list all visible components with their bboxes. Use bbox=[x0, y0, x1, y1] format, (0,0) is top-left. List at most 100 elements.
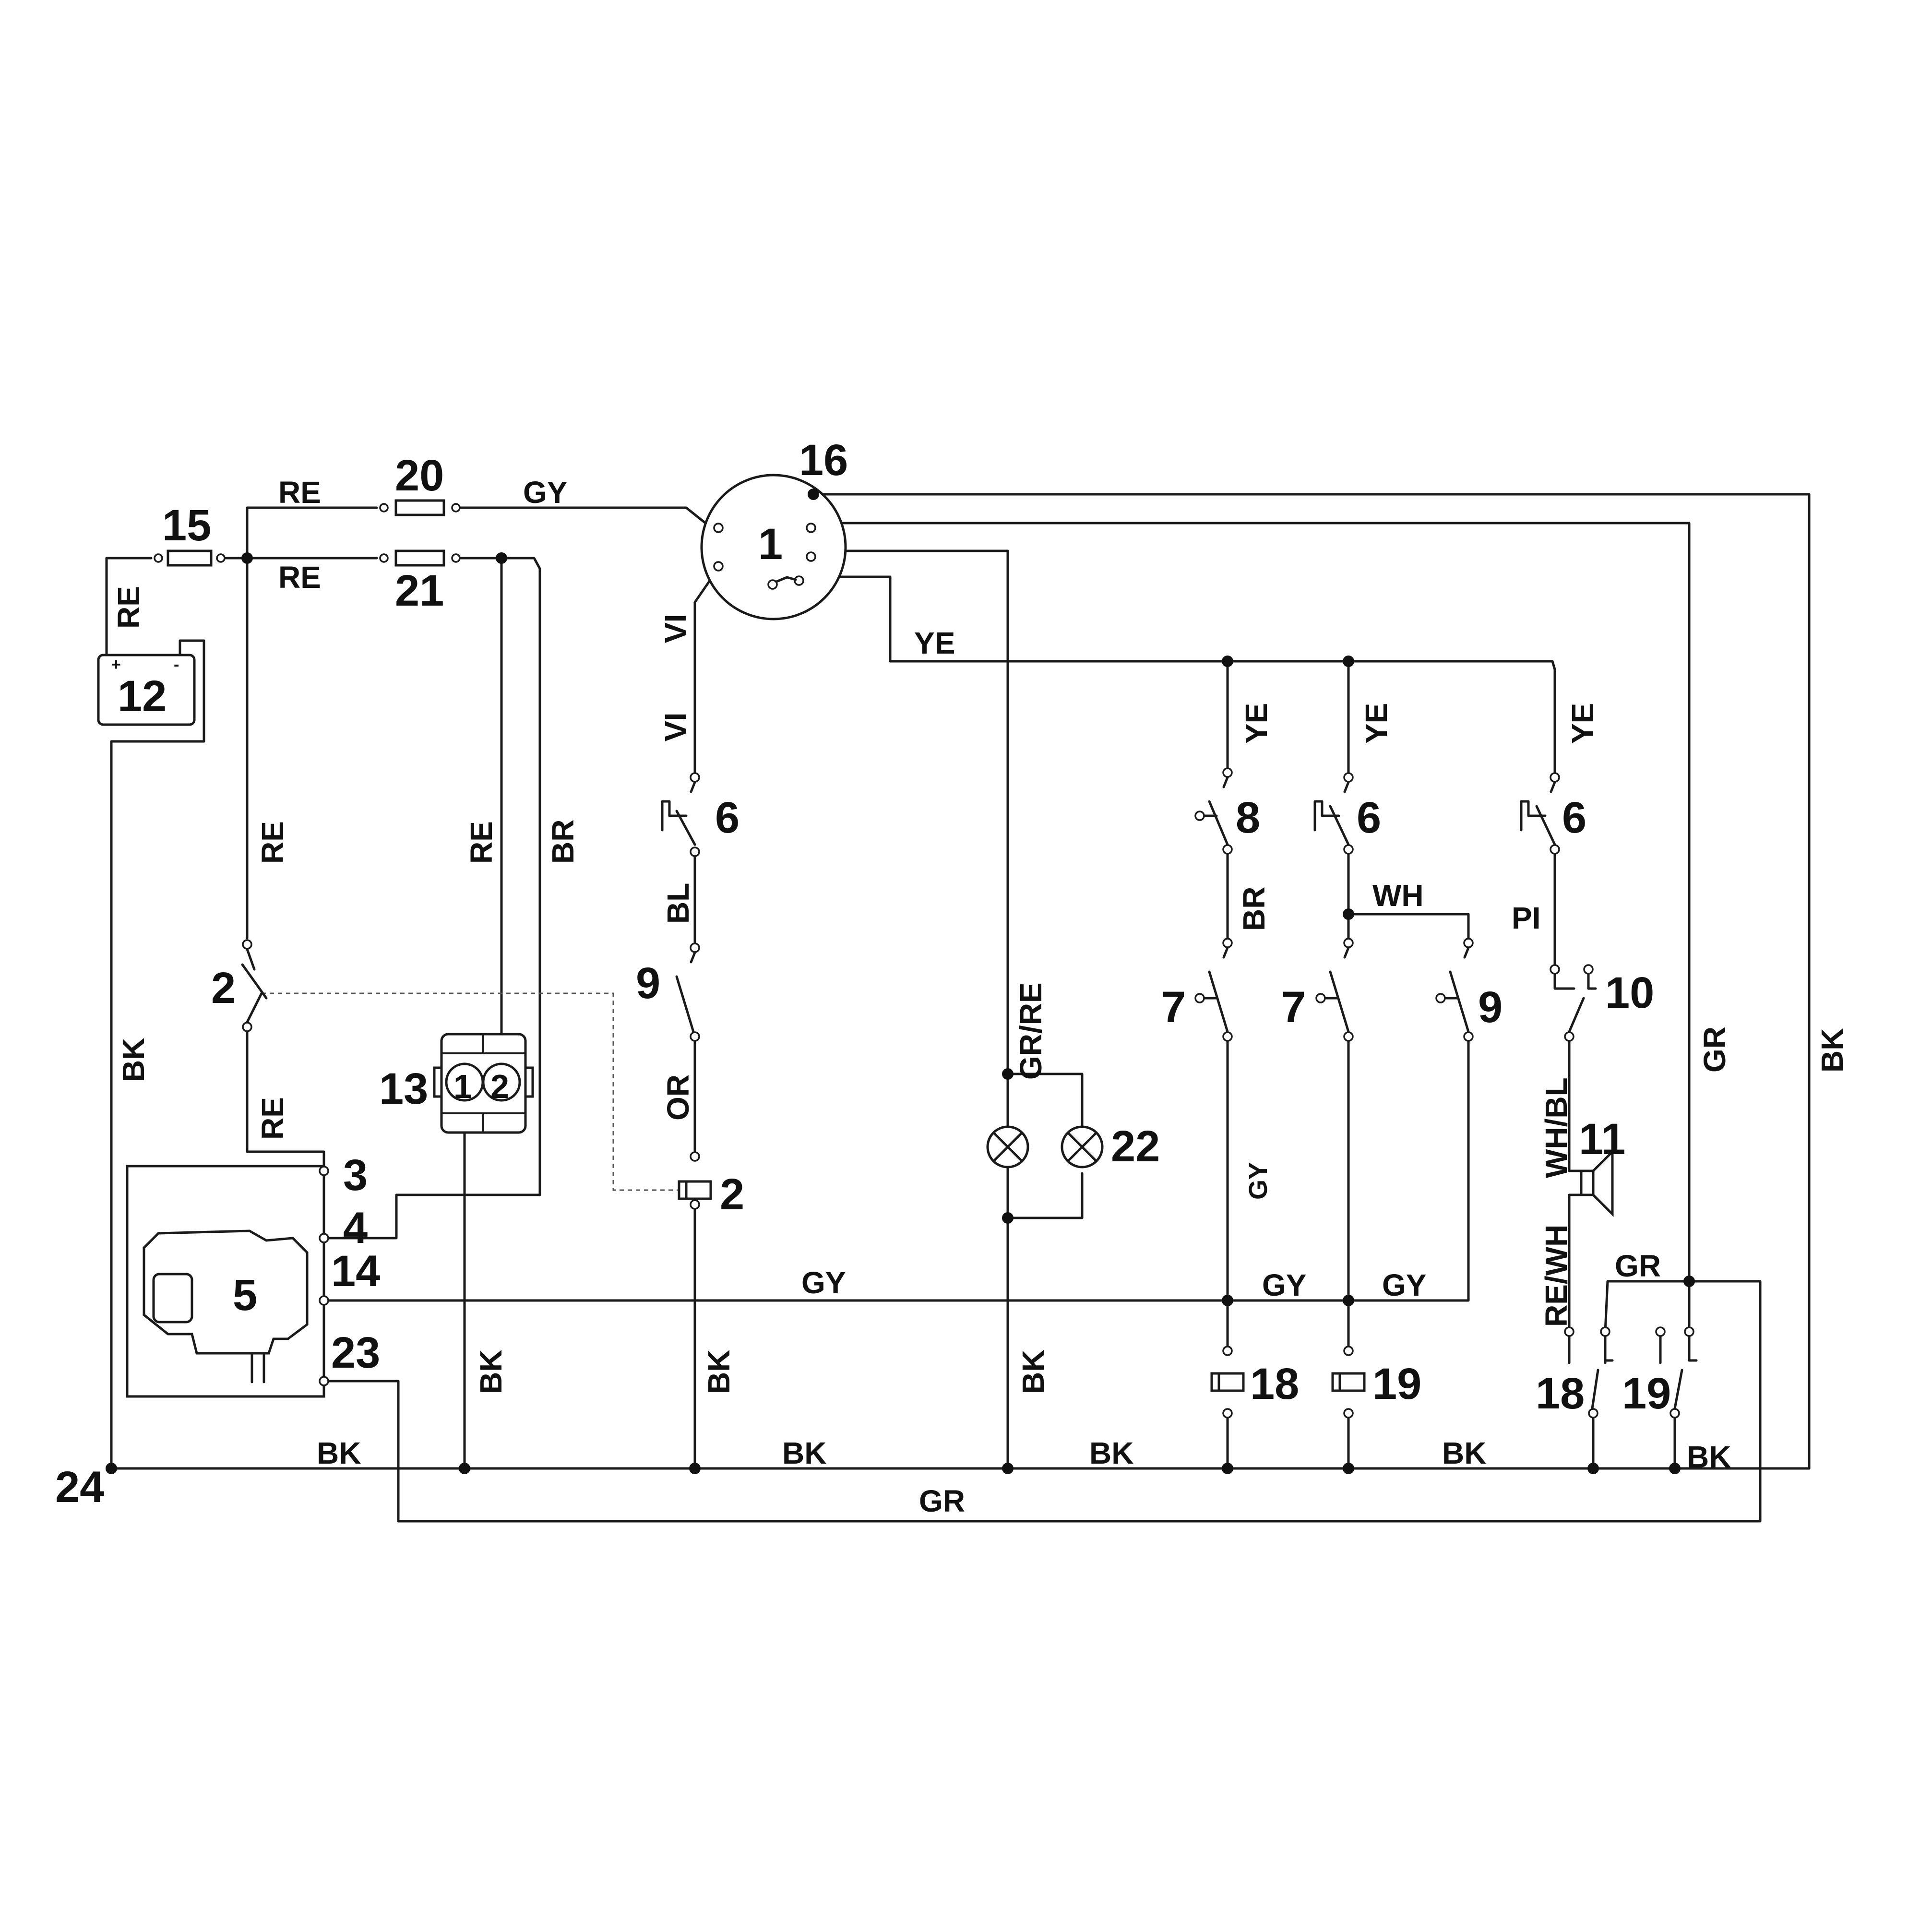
lamps-22 bbox=[986, 1125, 1104, 1470]
wire-label-ye-col3: YE bbox=[1565, 703, 1600, 744]
wire-label-re-mid: RE bbox=[464, 821, 499, 864]
wire-label-bk-relay: BK bbox=[702, 1350, 736, 1394]
wire-label-pi: PI bbox=[1512, 901, 1540, 935]
ignition-node-label: 16 bbox=[799, 436, 848, 485]
engine-terminal-23-label: 23 bbox=[331, 1328, 380, 1377]
wire-label-bk-bottom-3: BK bbox=[1089, 1436, 1133, 1470]
wire-label-bk-lamp: BK bbox=[1016, 1350, 1050, 1394]
switch-6-mid-label: 6 bbox=[1357, 793, 1381, 842]
engine: 5 bbox=[126, 1165, 329, 1398]
wire-label-wh: WH bbox=[1372, 878, 1424, 913]
wire-label-re-upper: RE bbox=[278, 475, 321, 510]
ignition-relay-coil bbox=[678, 1151, 712, 1210]
ground-point bbox=[106, 1463, 117, 1474]
wire-label-bk-bottom-right: BK bbox=[1687, 1440, 1731, 1474]
relay-19-contact-label: 19 bbox=[1622, 1369, 1671, 1418]
switch-6-left bbox=[661, 772, 700, 857]
relay-18-label: 18 bbox=[1250, 1360, 1299, 1408]
switch-8 bbox=[1194, 767, 1233, 855]
horn-11 bbox=[1580, 1148, 1614, 1217]
wire-label-wh-bl: WH/BL bbox=[1539, 1077, 1574, 1178]
engine-label: 5 bbox=[233, 1271, 257, 1320]
junction-nodes bbox=[241, 552, 1695, 1474]
ignition-relay-contact-label: 2 bbox=[211, 964, 236, 1013]
fuse-20-label: 20 bbox=[395, 451, 444, 500]
switch-6-mid bbox=[1313, 772, 1354, 855]
wire-label-re-lower: RE bbox=[278, 560, 321, 595]
switch-6-right-label: 6 bbox=[1562, 793, 1586, 842]
fuse-20 bbox=[379, 499, 461, 516]
relay-19-label: 19 bbox=[1372, 1360, 1421, 1408]
lamps-label: 22 bbox=[1111, 1122, 1160, 1171]
battery-positive-sign: + bbox=[111, 656, 121, 674]
battery: + - 12 bbox=[97, 645, 196, 726]
fuse-15-label: 15 bbox=[162, 501, 211, 550]
wire-label-re-wh: RE/WH bbox=[1539, 1225, 1574, 1327]
relay-18-contact-label: 18 bbox=[1536, 1369, 1585, 1418]
ignition-relay-coil-label: 2 bbox=[720, 1170, 744, 1219]
switch-6-right bbox=[1520, 772, 1560, 855]
relay-19 bbox=[1331, 1346, 1366, 1419]
relay-18 bbox=[1210, 1346, 1245, 1419]
wire-label-re-left-lower: RE bbox=[255, 1097, 290, 1140]
wire-labels: RE RE RE GY RE RE RE BR BK VI VI BL OR B… bbox=[111, 475, 1849, 1518]
wire-label-gy-vertical: GY bbox=[1244, 1162, 1273, 1200]
switch-9-left bbox=[675, 942, 700, 1042]
connector-13: 1 2 bbox=[433, 1033, 534, 1134]
wire-label-gy-2: GY bbox=[1262, 1268, 1306, 1302]
wire-label-bk-right: BK bbox=[1815, 1028, 1849, 1073]
connector-pin-1-label: 1 bbox=[453, 1068, 472, 1105]
wire-label-gr-re: GR/RE bbox=[1014, 982, 1048, 1080]
wire-label-ye-horizontal: YE bbox=[914, 626, 955, 660]
fuse-21-label: 21 bbox=[395, 566, 444, 615]
wire-label-gy-main: GY bbox=[801, 1265, 846, 1300]
wire-label-re-left: RE bbox=[255, 821, 290, 864]
connector-label: 13 bbox=[379, 1064, 428, 1113]
wire-label-ye-col2: YE bbox=[1359, 703, 1394, 744]
switch-9-left-label: 9 bbox=[636, 959, 660, 1008]
switch-8-label: 8 bbox=[1236, 793, 1260, 842]
engine-terminal-14-label: 14 bbox=[331, 1247, 380, 1296]
switch-7-mid bbox=[1315, 938, 1354, 1042]
wire-label-gy-top: GY bbox=[523, 475, 567, 510]
battery-negative-sign: - bbox=[174, 656, 179, 674]
connector-pin-2-label: 2 bbox=[490, 1068, 509, 1105]
engine-terminal-4-label: 4 bbox=[343, 1204, 368, 1252]
relay-19-contact bbox=[1655, 1326, 1698, 1419]
wire-label-bk-bottom-1: BK bbox=[317, 1436, 361, 1470]
switch-9-right-label: 9 bbox=[1478, 983, 1503, 1032]
wire-label-bk-battery: BK bbox=[116, 1038, 151, 1082]
wire-label-bk-bottom-2: BK bbox=[782, 1436, 826, 1470]
engine-terminal-3-label: 3 bbox=[343, 1151, 368, 1200]
switch-7-mid-label: 7 bbox=[1281, 983, 1306, 1032]
wire-label-bk-bottom-4: BK bbox=[1442, 1436, 1486, 1470]
horn-label: 11 bbox=[1579, 1115, 1625, 1164]
ignition-node bbox=[808, 489, 819, 500]
wire-label-gr-short: GR bbox=[1615, 1249, 1661, 1283]
switch-7-left-label: 7 bbox=[1161, 983, 1186, 1032]
relay-link-dashed bbox=[262, 992, 679, 1191]
wire-label-bk-13: BK bbox=[474, 1350, 508, 1394]
wire-label-vi-upper: VI bbox=[658, 614, 693, 643]
switch-10 bbox=[1550, 964, 1597, 1042]
wire-label-re-battery: RE bbox=[111, 586, 146, 629]
fuse-15 bbox=[154, 549, 226, 567]
wire-label-gr-bottom: GR bbox=[919, 1484, 965, 1518]
ignition-switch: 1 bbox=[700, 474, 847, 620]
switch-6-left-label: 6 bbox=[715, 793, 739, 842]
wire-label-br-col1: BR bbox=[1237, 887, 1271, 931]
ignition-switch-label: 1 bbox=[758, 520, 783, 569]
fuse-21 bbox=[379, 549, 461, 567]
wire-label-ye-col1: YE bbox=[1239, 703, 1274, 744]
switch-9-right bbox=[1435, 938, 1474, 1042]
relay-18-contact bbox=[1564, 1326, 1614, 1419]
wire-label-gr-right: GR bbox=[1697, 1026, 1732, 1073]
wire-label-gy-3: GY bbox=[1382, 1268, 1426, 1302]
switch-10-label: 10 bbox=[1605, 968, 1654, 1017]
ground-point-label: 24 bbox=[55, 1463, 104, 1512]
wire-label-or: OR bbox=[661, 1074, 695, 1121]
wire-label-bl: BL bbox=[661, 883, 695, 924]
ignition-relay-contact bbox=[241, 939, 268, 1032]
wire-label-br: BR bbox=[546, 820, 580, 864]
